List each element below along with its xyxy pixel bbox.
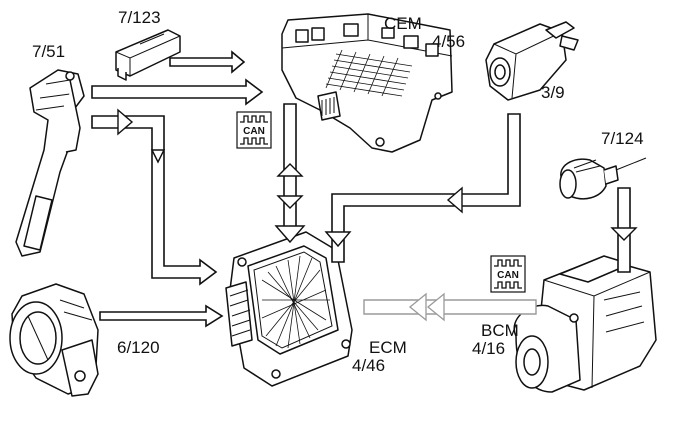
arrow-cem-ecm-can (274, 103, 306, 244)
can-badge-cem-ecm: CAN (236, 111, 272, 149)
can-badge-bcm-ecm: CAN (490, 255, 526, 293)
label-bcm-code: 4/16 (472, 339, 506, 358)
label-cem-name: CEM (384, 14, 422, 33)
arrow-temp-to-bcm (610, 187, 638, 273)
label-cem-code: 4/56 (432, 32, 466, 51)
temp-sensor-drawing (559, 157, 647, 200)
label-7-124: 7/124 (601, 129, 644, 148)
cem-drawing (281, 13, 453, 153)
bcm-drawing (513, 255, 657, 393)
label-ecm-code: 4/46 (352, 356, 386, 375)
arrow-bcm-to-ecm-can (363, 292, 537, 322)
arrow-relay-to-ecm (324, 113, 521, 263)
label-bcm-name: BCM (481, 321, 519, 340)
label-3-9: 3/9 (541, 83, 565, 102)
throttle-body-drawing (9, 283, 99, 397)
label-7-123: 7/123 (118, 8, 161, 27)
label-6-120: 6/120 (117, 338, 160, 357)
can-badge-text-1: CAN (243, 126, 265, 137)
arrow-connector-to-cem (169, 50, 246, 74)
arrow-throttle-to-ecm (99, 304, 224, 328)
connector-sensor-drawing (115, 29, 181, 81)
ecm-drawing (225, 231, 353, 387)
relay-sensor-drawing (485, 21, 579, 101)
arrow-pedal-to-ecm (91, 108, 218, 286)
accelerator-pedal-drawing (15, 69, 85, 257)
label-7-51: 7/51 (32, 42, 66, 61)
can-badge-text-2: CAN (497, 270, 519, 281)
arrow-pedal-to-cem (91, 78, 264, 106)
label-ecm-name: ECM (369, 338, 407, 357)
